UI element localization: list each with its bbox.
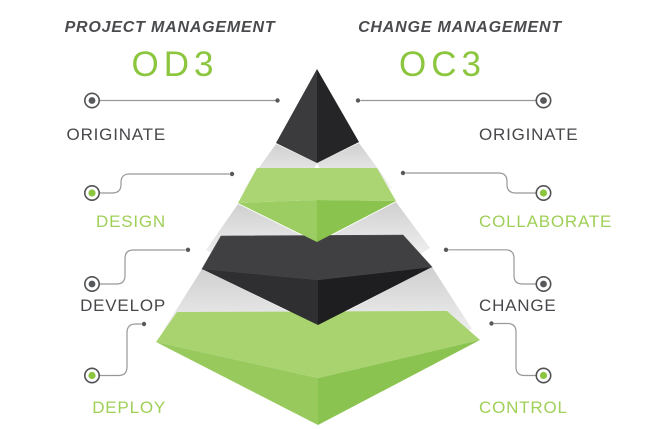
label-collaborate: COLLABORATE (479, 212, 613, 231)
pyramid-level-1 (276, 69, 359, 163)
label-design: DESIGN (96, 212, 166, 231)
right-acronym: OC3 (399, 45, 486, 84)
label-originate-left: ORIGINATE (66, 125, 166, 144)
label-change: CHANGE (479, 296, 557, 315)
connector-end-dot (400, 170, 406, 176)
label-originate-right: ORIGINATE (479, 125, 579, 144)
connector-end-dot (489, 321, 494, 326)
pyramid-level-3 (201, 234, 433, 325)
connector-end-dot (141, 321, 147, 327)
left-column-header: PROJECT MANAGEMENT (64, 19, 276, 36)
connectors (84, 92, 552, 384)
right-column-header: CHANGE MANAGEMENT (358, 19, 562, 36)
label-develop: DEVELOP (80, 296, 166, 315)
pyramid-level-2 (238, 168, 396, 242)
connector-end-dot (443, 247, 449, 252)
connector-end-dot (185, 247, 191, 252)
label-deploy: DEPLOY (92, 398, 166, 417)
label-control: CONTROL (479, 398, 568, 417)
connector-end-dot (275, 98, 280, 103)
connector-end-dot (355, 98, 361, 103)
left-acronym: OD3 (131, 45, 219, 84)
pyramid-level-4 (156, 311, 480, 425)
connector-end-dot (229, 171, 235, 177)
